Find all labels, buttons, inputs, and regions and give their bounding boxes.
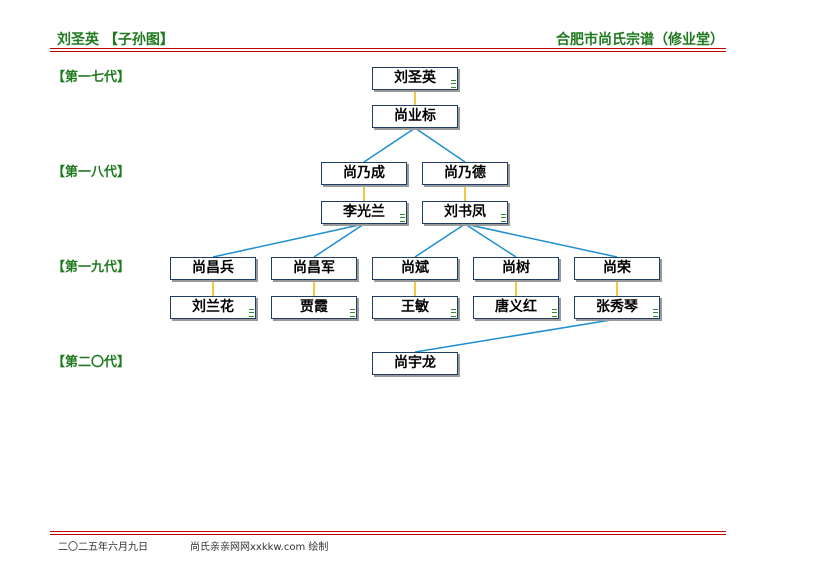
node-name: 尚荣 <box>603 260 631 276</box>
node-name: 尚昌军 <box>293 260 335 276</box>
descent-link <box>464 223 517 258</box>
footer-rule-bottom <box>50 534 726 535</box>
node-name: 王敏 <box>401 299 429 315</box>
menu-icon <box>451 309 456 317</box>
tree-node[interactable]: 尚昌兵 <box>170 257 256 280</box>
tree-node[interactable]: 贾霞 <box>271 296 357 319</box>
node-name: 尚业标 <box>394 108 436 124</box>
tree-node[interactable]: 尚乃德 <box>422 162 508 185</box>
descent-link <box>212 223 365 258</box>
menu-icon <box>451 80 456 88</box>
generation-label-18: 【第一八代】 <box>52 165 131 180</box>
menu-icon <box>350 309 355 317</box>
header-rule-bottom <box>50 51 726 52</box>
node-name: 唐义红 <box>495 299 537 315</box>
descent-link <box>414 318 618 353</box>
footer-rule-top <box>50 531 726 532</box>
generation-label-20: 【第二〇代】 <box>52 355 131 370</box>
tree-node[interactable]: 尚乃成 <box>321 162 407 185</box>
node-name: 刘书凤 <box>444 204 486 220</box>
tree-node[interactable]: 张秀琴 <box>574 296 660 319</box>
tree-node[interactable]: 尚宇龙 <box>372 352 458 375</box>
node-name: 尚乃成 <box>343 165 385 181</box>
node-name: 张秀琴 <box>596 299 638 315</box>
menu-icon <box>552 309 557 317</box>
tree-node[interactable]: 尚斌 <box>372 257 458 280</box>
footer-date: 二〇二五年六月九日 <box>58 542 148 553</box>
node-name: 刘兰花 <box>192 299 234 315</box>
menu-icon <box>653 309 658 317</box>
descent-link <box>414 223 466 258</box>
descent-link <box>414 127 466 163</box>
node-name: 尚斌 <box>401 260 429 276</box>
node-name: 尚树 <box>502 260 530 276</box>
genealogy-title: 合肥市尚氏宗谱（修业堂） <box>556 32 724 48</box>
footer-credit: 尚氏亲亲网网xxkkw.com 绘制 <box>190 542 329 553</box>
tree-node[interactable]: 刘圣英 <box>372 67 458 90</box>
node-name: 刘圣英 <box>394 70 436 86</box>
tree-node[interactable]: 刘兰花 <box>170 296 256 319</box>
node-name: 贾霞 <box>300 299 328 315</box>
generation-label-17: 【第一七代】 <box>52 70 131 85</box>
menu-icon <box>249 309 254 317</box>
descent-link <box>313 223 365 258</box>
tree-node[interactable]: 尚树 <box>473 257 559 280</box>
tree-node[interactable]: 尚荣 <box>574 257 660 280</box>
node-name: 尚昌兵 <box>192 260 234 276</box>
tree-node[interactable]: 尚昌军 <box>271 257 357 280</box>
page-title: 刘圣英 【子孙图】 <box>57 32 174 48</box>
tree-node[interactable]: 尚业标 <box>372 105 458 128</box>
tree-node[interactable]: 刘书凤 <box>422 201 508 224</box>
header-rule-top <box>50 48 726 49</box>
node-name: 尚宇龙 <box>394 355 436 371</box>
generation-label-19: 【第一九代】 <box>52 260 131 275</box>
descent-link <box>363 127 416 163</box>
tree-node[interactable]: 王敏 <box>372 296 458 319</box>
descent-link <box>464 223 618 258</box>
node-name: 尚乃德 <box>444 165 486 181</box>
tree-node[interactable]: 李光兰 <box>321 201 407 224</box>
node-name: 李光兰 <box>343 204 385 220</box>
menu-icon <box>501 214 506 222</box>
tree-node[interactable]: 唐义红 <box>473 296 559 319</box>
menu-icon <box>400 214 405 222</box>
